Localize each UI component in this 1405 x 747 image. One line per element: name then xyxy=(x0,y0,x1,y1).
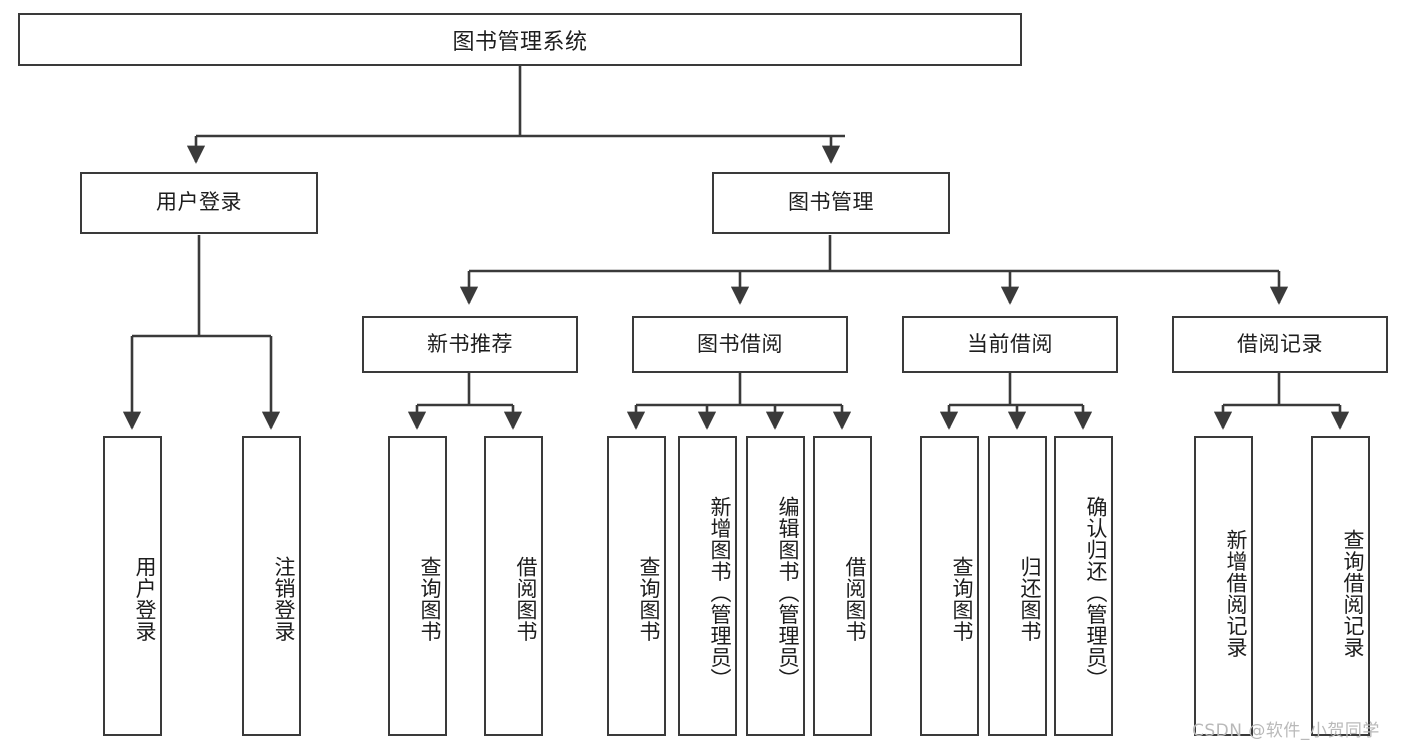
leaf-current-borrow-return[interactable]: 归还图书 xyxy=(988,436,1047,736)
leaf-label: 新增借阅记录 xyxy=(1224,528,1248,658)
leaf-new-book-borrow[interactable]: 借阅图书 xyxy=(484,436,543,736)
node-current-borrow[interactable]: 当前借阅 xyxy=(902,316,1118,373)
leaf-book-borrow-query[interactable]: 查询图书 xyxy=(607,436,666,736)
node-book-borrow-label: 图书借阅 xyxy=(697,331,783,356)
leaf-user-login-signout[interactable]: 注销登录 xyxy=(242,436,301,736)
node-borrow-record-label: 借阅记录 xyxy=(1237,331,1323,356)
leaf-label: 借阅图书 xyxy=(843,556,867,642)
node-book-management-label: 图书管理 xyxy=(788,190,874,215)
node-borrow-record[interactable]: 借阅记录 xyxy=(1172,316,1388,373)
leaf-label: 新增图书（管理员） xyxy=(708,496,732,690)
leaf-label: 归还图书 xyxy=(1018,556,1042,642)
leaf-book-borrow-lend[interactable]: 借阅图书 xyxy=(813,436,872,736)
leaf-label: 查询图书 xyxy=(637,556,661,642)
leaf-borrow-record-query[interactable]: 查询借阅记录 xyxy=(1311,436,1370,736)
watermark: CSDN @软件_小贺同学 xyxy=(1192,721,1380,741)
node-root-label: 图书管理系统 xyxy=(452,29,588,55)
leaf-borrow-record-add[interactable]: 新增借阅记录 xyxy=(1194,436,1253,736)
leaf-label: 用户登录 xyxy=(133,556,157,642)
leaf-book-borrow-add[interactable]: 新增图书（管理员） xyxy=(678,436,737,736)
leaf-user-login-signin[interactable]: 用户登录 xyxy=(103,436,162,736)
leaf-label: 查询借阅记录 xyxy=(1341,528,1365,658)
node-root[interactable]: 图书管理系统 xyxy=(18,13,1022,66)
node-new-book-recommend-label: 新书推荐 xyxy=(427,331,513,356)
leaf-label: 注销登录 xyxy=(272,556,296,642)
node-user-login-label: 用户登录 xyxy=(156,190,242,215)
leaf-label: 编辑图书（管理员） xyxy=(776,496,800,690)
leaf-book-borrow-edit[interactable]: 编辑图书（管理员） xyxy=(746,436,805,736)
node-current-borrow-label: 当前借阅 xyxy=(967,331,1053,356)
leaf-current-borrow-confirm[interactable]: 确认归还（管理员） xyxy=(1054,436,1113,736)
node-new-book-recommend[interactable]: 新书推荐 xyxy=(362,316,578,373)
leaf-new-book-query[interactable]: 查询图书 xyxy=(388,436,447,736)
leaf-label: 查询图书 xyxy=(418,556,442,642)
leaf-label: 借阅图书 xyxy=(514,556,538,642)
leaf-label: 确认归还（管理员） xyxy=(1084,496,1108,690)
node-book-borrow[interactable]: 图书借阅 xyxy=(632,316,848,373)
node-book-management[interactable]: 图书管理 xyxy=(712,172,950,234)
leaf-current-borrow-query[interactable]: 查询图书 xyxy=(920,436,979,736)
leaf-label: 查询图书 xyxy=(950,556,974,642)
node-user-login[interactable]: 用户登录 xyxy=(80,172,318,234)
